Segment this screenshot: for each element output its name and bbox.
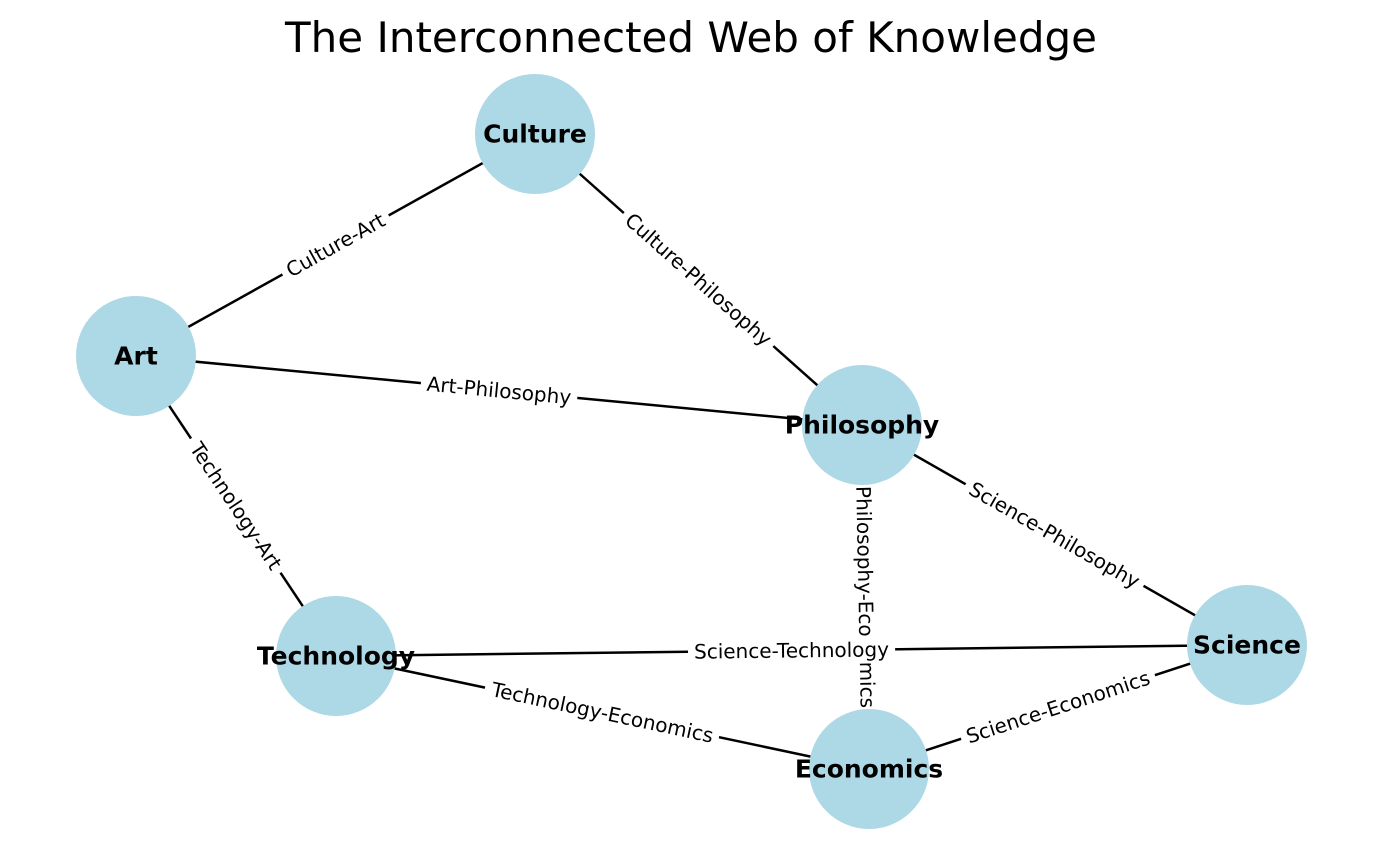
edge-label-text: Philosophy-Economics: [851, 486, 880, 709]
edge-label-background: [419, 369, 579, 412]
node-philosophy: Philosophy: [785, 365, 939, 485]
node-circle: [475, 74, 595, 194]
edge-label-background: [687, 635, 896, 666]
node-circle: [809, 709, 929, 829]
node-label: Philosophy: [785, 411, 939, 440]
node-art: Art: [76, 296, 196, 416]
node-label: Science: [1193, 631, 1301, 660]
node-label: Technology: [257, 642, 415, 671]
node-circle: [1187, 585, 1307, 705]
edge-label-technology-economics: Technology-Economics: [482, 673, 722, 751]
edge-label-science-economics: Science-Economics: [956, 661, 1160, 753]
edge-label-science-philosophy: Science-Philosophy: [958, 472, 1151, 599]
edge-label-culture-philosophy: Culture-Philosophy: [614, 202, 783, 357]
edge-label-text: Technology-Economics: [488, 677, 715, 748]
node-label: Economics: [795, 755, 943, 784]
edge-label-text: Science-Philosophy: [965, 477, 1144, 594]
node-technology: Technology: [257, 596, 415, 716]
edge-label-art-philosophy: Art-Philosophy: [419, 369, 579, 412]
edge-label-text: Science-Economics: [963, 666, 1153, 749]
node-circle: [802, 365, 922, 485]
edge-label-science-technology: Science-Technology: [687, 635, 896, 666]
node-circle: [76, 296, 196, 416]
node-label: Art: [114, 342, 158, 371]
edge-label-background: [275, 203, 396, 287]
edge-label-background: [482, 673, 722, 751]
edge-label-technology-art: Technology-Art: [179, 430, 293, 581]
edge-label-background: [614, 202, 783, 357]
edge-label-text: Technology-Art: [184, 437, 287, 575]
edge-label-text: Culture-Art: [282, 208, 389, 282]
edge-label-background: [958, 472, 1151, 599]
node-label: Culture: [483, 120, 587, 149]
node-culture: Culture: [475, 74, 595, 194]
edge-label-background: [956, 661, 1160, 753]
edge-label-background: [179, 430, 293, 581]
diagram-title: The Interconnected Web of Knowledge: [284, 13, 1097, 62]
node-circle: [276, 596, 396, 716]
node-science: Science: [1187, 585, 1307, 705]
edge-label-text: Science-Technology: [694, 637, 889, 663]
edge-label-text: Culture-Philosophy: [620, 208, 776, 351]
node-economics: Economics: [795, 709, 943, 829]
edge-label-culture-art: Culture-Art: [275, 203, 396, 287]
edge-label-philosophy-economics: Philosophy-Economics: [849, 479, 882, 715]
